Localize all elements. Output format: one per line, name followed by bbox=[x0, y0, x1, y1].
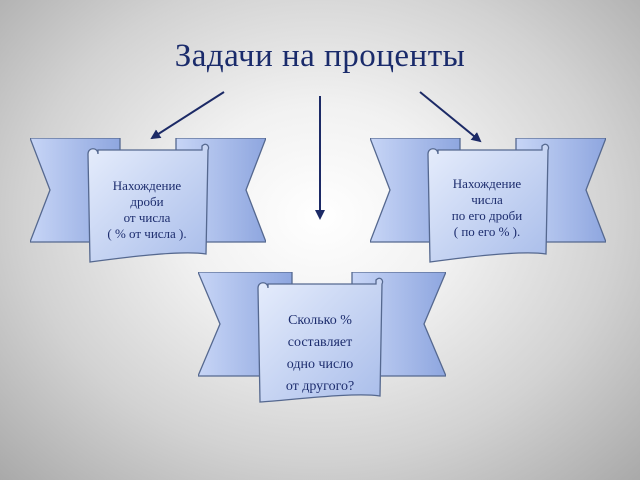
box-line: составляет bbox=[287, 335, 353, 350]
banner-find-fraction: Нахождение дроби от числа ( % от числа )… bbox=[30, 138, 266, 266]
box-line: по его дроби bbox=[451, 208, 523, 223]
box-line: Сколько % bbox=[288, 313, 352, 328]
box-line: одно число bbox=[286, 357, 354, 372]
box-line: от числа bbox=[123, 210, 171, 225]
banner-percent-of-number: Сколько % составляет одно число от друго… bbox=[198, 272, 446, 406]
box-line: ( по его % ). bbox=[453, 224, 521, 239]
box-line: числа bbox=[471, 192, 503, 207]
arrow-left bbox=[150, 91, 225, 140]
box-line: ( % от числа ). bbox=[107, 226, 187, 241]
arrow-right bbox=[419, 91, 482, 143]
box-line: Нахождение bbox=[452, 176, 522, 191]
box-line: Нахождение bbox=[112, 178, 182, 193]
banner-find-number: Нахождение числа по его дроби ( по его %… bbox=[370, 138, 606, 266]
page-title: Задачи на проценты bbox=[174, 38, 466, 74]
box-line: от другого? bbox=[285, 379, 355, 394]
box-line: дроби bbox=[130, 194, 164, 209]
